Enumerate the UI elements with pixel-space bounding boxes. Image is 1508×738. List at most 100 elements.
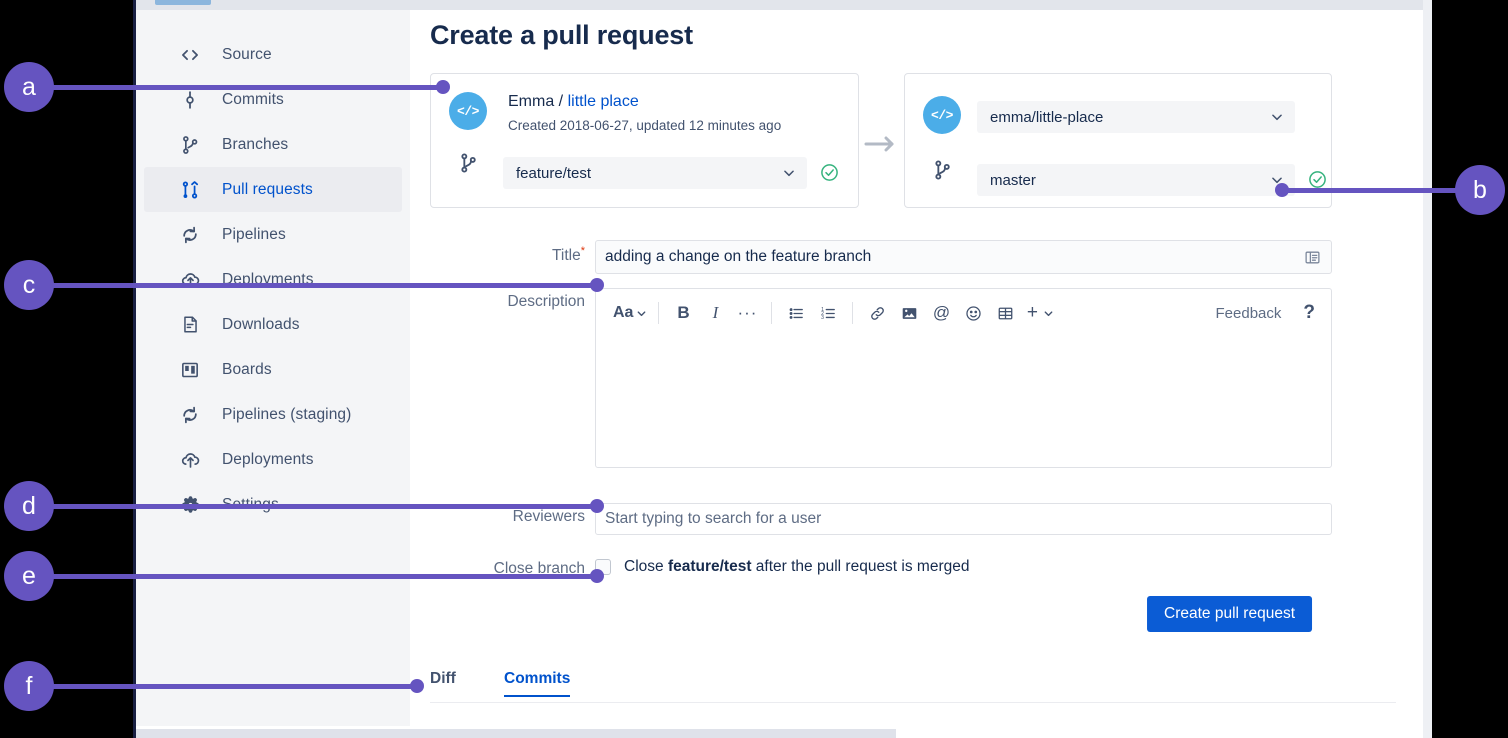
close-branch-text: Close feature/test after the pull reques… xyxy=(624,558,969,576)
title-label-text: Title xyxy=(552,247,581,265)
commits-icon xyxy=(178,88,202,112)
sidebar-item-pull-requests[interactable]: Pull requests xyxy=(144,167,402,212)
image-icon[interactable] xyxy=(896,299,922,327)
source-branch-select[interactable]: feature/test xyxy=(503,157,807,189)
source-branch-card: </> Emma / little place Created 2018-06-… xyxy=(430,73,859,208)
svg-text:1: 1 xyxy=(821,307,824,313)
sidebar-item-label: Pipelines (staging) xyxy=(222,405,352,423)
sidebar-item-label: Pipelines xyxy=(222,225,286,243)
callout-d: d xyxy=(4,481,54,531)
sidebar-item-label: Commits xyxy=(222,90,284,108)
source-branch-valid-icon xyxy=(820,163,839,182)
help-icon[interactable]: ? xyxy=(1303,302,1315,323)
tab-diff[interactable]: Diff xyxy=(430,670,456,687)
description-label: Description xyxy=(507,293,585,310)
pull-request-icon xyxy=(178,178,202,202)
reviewers-placeholder: Start typing to search for a user xyxy=(605,510,822,527)
destination-branch-valid-icon xyxy=(1308,170,1327,189)
close-branch-row[interactable]: Close feature/test after the pull reques… xyxy=(595,555,969,579)
branches-icon xyxy=(457,152,479,174)
destination-repo-avatar-icon: </> xyxy=(923,96,961,134)
callout-f: f xyxy=(4,661,54,711)
sidebar-item-deployments-2[interactable]: Deployments xyxy=(144,437,402,482)
text-style-dropdown[interactable]: Aa xyxy=(613,299,647,327)
sidebar-item-commits[interactable]: Commits xyxy=(144,77,402,122)
emoji-icon[interactable] xyxy=(960,299,986,327)
title-value: adding a change on the feature branch xyxy=(605,248,872,265)
merge-direction-arrow-icon xyxy=(862,135,902,153)
feedback-link[interactable]: Feedback xyxy=(1215,304,1282,322)
page-scrollbar[interactable] xyxy=(1423,0,1432,738)
toolbar-divider xyxy=(771,302,773,324)
more-formatting-icon[interactable]: ··· xyxy=(737,303,758,322)
source-repo-separator: / xyxy=(554,93,568,110)
deployments-icon xyxy=(178,448,202,472)
window-left-edge xyxy=(133,0,136,738)
mention-icon[interactable]: @ xyxy=(932,303,951,322)
leader-line-c xyxy=(52,283,598,288)
reviewers-input[interactable]: Start typing to search for a user xyxy=(595,503,1332,535)
bold-icon[interactable]: B xyxy=(677,303,690,322)
avatar-glyph: </> xyxy=(931,107,953,123)
bulleted-list-icon[interactable] xyxy=(783,299,809,327)
branches-icon xyxy=(931,159,953,181)
callout-b: b xyxy=(1455,165,1505,215)
source-repo-avatar-icon: </> xyxy=(449,92,487,130)
source-branch-value: feature/test xyxy=(516,164,592,182)
insert-template-icon[interactable] xyxy=(1304,249,1321,266)
close-branch-text-post: after the pull request is merged xyxy=(751,558,970,575)
tab-active-underline xyxy=(504,695,571,697)
sidebar-item-pipelines-staging[interactable]: Pipelines (staging) xyxy=(144,392,402,437)
source-repo-link[interactable]: little place xyxy=(567,93,639,110)
link-icon[interactable] xyxy=(864,299,890,327)
required-marker: * xyxy=(580,245,585,257)
window-bottom-bar xyxy=(133,729,896,738)
sidebar-item-boards[interactable]: Boards xyxy=(144,347,402,392)
leader-line-b xyxy=(1287,188,1457,193)
create-pull-request-button[interactable]: Create pull request xyxy=(1147,596,1312,632)
close-branch-branch-name: feature/test xyxy=(667,558,752,575)
browser-tab-indicator xyxy=(155,0,211,5)
leader-line-f xyxy=(52,684,418,689)
diff-commits-tabs: Diff Commits xyxy=(430,670,1396,710)
title-input[interactable]: adding a change on the feature branch xyxy=(595,240,1332,274)
source-repo-title: Emma / little place xyxy=(508,93,639,111)
page-title: Create a pull request xyxy=(430,20,693,51)
sidebar-item-deployments[interactable]: Deployments xyxy=(144,257,402,302)
sidebar-item-source[interactable]: Source xyxy=(144,32,402,77)
repository-sidebar: Source Commits Branches Pull requests xyxy=(136,10,410,726)
leader-line-a xyxy=(52,85,444,90)
svg-text:2: 2 xyxy=(821,311,824,317)
destination-branch-card: </> emma/little-place master xyxy=(904,73,1332,208)
sidebar-item-pipelines[interactable]: Pipelines xyxy=(144,212,402,257)
sidebar-item-label: Boards xyxy=(222,360,272,378)
tab-commits[interactable]: Commits xyxy=(504,670,571,697)
close-branch-text-pre: Close xyxy=(624,558,668,575)
callout-c: c xyxy=(4,260,54,310)
sidebar-item-label: Downloads xyxy=(222,315,300,333)
toolbar-divider xyxy=(658,302,660,324)
callout-e: e xyxy=(4,551,54,601)
source-repo-owner: Emma xyxy=(508,93,555,110)
destination-branch-select[interactable]: master xyxy=(977,164,1295,196)
italic-icon[interactable]: I xyxy=(712,303,719,322)
leader-dot-e xyxy=(590,569,604,583)
chevron-down-icon[interactable] xyxy=(1041,299,1055,327)
insert-more-icon[interactable]: + xyxy=(1026,302,1038,323)
sidebar-item-downloads[interactable]: Downloads xyxy=(144,302,402,347)
destination-branch-value: master xyxy=(990,171,1036,189)
boards-icon xyxy=(178,358,202,382)
sidebar-item-branches[interactable]: Branches xyxy=(144,122,402,167)
table-icon[interactable] xyxy=(992,299,1018,327)
callout-a: a xyxy=(4,62,54,112)
sidebar-item-label: Deployments xyxy=(222,450,314,468)
chevron-down-icon xyxy=(1270,173,1284,187)
destination-repo-select[interactable]: emma/little-place xyxy=(977,101,1295,133)
close-branch-label: Close branch xyxy=(493,560,585,577)
chevron-down-icon xyxy=(782,166,796,180)
sidebar-item-label: Pull requests xyxy=(222,180,313,198)
main-content: Create a pull request </> Emma / little … xyxy=(410,10,1423,726)
